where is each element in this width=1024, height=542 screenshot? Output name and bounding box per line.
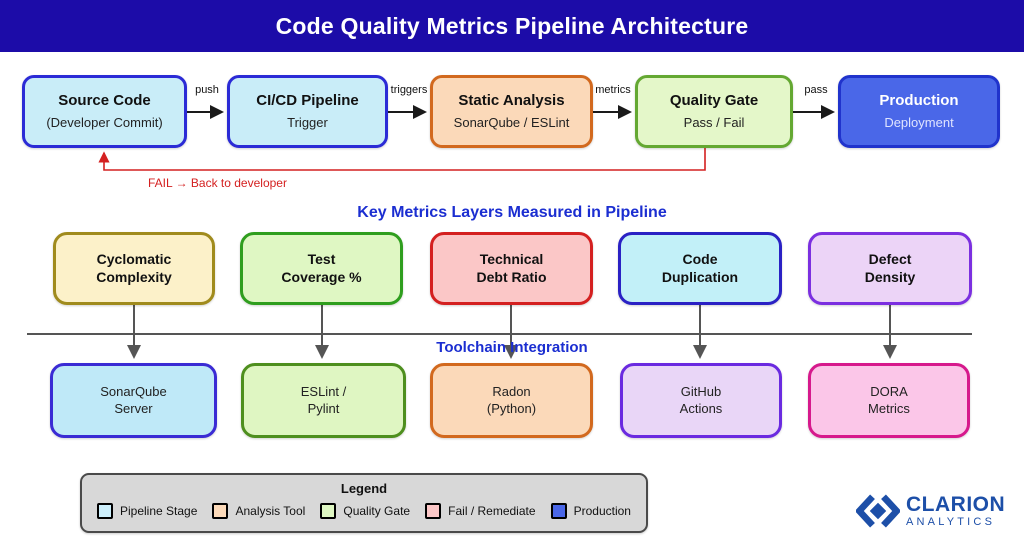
node-subtitle: Trigger: [287, 115, 328, 131]
fail-edge-label: FAIL → Back to developer: [148, 176, 287, 190]
tool-line1: DORA: [870, 384, 908, 400]
legend-swatch-pipeline-stage: [97, 503, 113, 519]
tool-line2: Pylint: [307, 400, 340, 416]
legend-item-production: Production: [550, 503, 631, 519]
legend-items-row: Pipeline Stage Analysis Tool Quality Gat…: [82, 503, 646, 519]
legend-item-analysis-tool: Analysis Tool: [212, 503, 305, 519]
edge-label-pass: pass: [804, 84, 828, 96]
metric-line1: Cyclomatic: [96, 251, 172, 267]
tool-dora-metrics: DORA Metrics: [808, 363, 970, 438]
legend-item-quality-gate: Quality Gate: [320, 503, 410, 519]
legend-label: Quality Gate: [343, 504, 411, 518]
metric-line1: Technical: [479, 251, 544, 267]
tool-line1: Radon: [492, 384, 531, 400]
metric-line1: Defect: [868, 251, 912, 267]
legend-label: Analysis Tool: [235, 504, 306, 518]
legend-swatch-quality-gate: [320, 503, 337, 519]
node-cicd-pipeline: CI/CD Pipeline Trigger: [227, 75, 388, 148]
tool-sonarqube-server: SonarQube Server: [50, 363, 217, 438]
node-quality-gate: Quality Gate Pass / Fail: [635, 75, 793, 148]
legend-swatch-fail-remediate: [425, 503, 442, 519]
tool-radon-python: Radon (Python): [430, 363, 593, 438]
tool-line2: (Python): [486, 400, 537, 416]
metric-line2: Coverage %: [281, 268, 362, 285]
tool-eslint-pylint: ESLint / Pylint: [241, 363, 406, 438]
clarion-analytics-logo: CLARION ANALYTICS: [856, 489, 1005, 533]
metrics-section-title: Key Metrics Layers Measured in Pipeline: [357, 204, 667, 221]
edge-label-metrics: metrics: [595, 84, 631, 96]
node-subtitle: SonarQube / ESLint: [453, 115, 570, 131]
logo-name: CLARION: [906, 493, 1006, 516]
tool-line1: ESLint /: [300, 384, 347, 400]
legend-label: Production: [573, 504, 631, 518]
metric-line1: Test: [307, 251, 336, 267]
metric-line2: Density: [864, 268, 916, 285]
legend-swatch-production: [550, 503, 567, 519]
node-subtitle: Deployment: [884, 115, 954, 131]
node-title: Production: [879, 92, 959, 110]
tool-line2: Server: [114, 400, 153, 416]
metric-technical-debt-ratio: Technical Debt Ratio: [430, 232, 593, 305]
legend-item-pipeline-stage: Pipeline Stage: [97, 503, 197, 519]
legend-swatch-analysis-tool: [212, 503, 229, 519]
metric-cyclomatic-complexity: Cyclomatic Complexity: [53, 232, 215, 305]
page-title: Code Quality Metrics Pipeline Architectu…: [275, 12, 749, 39]
metric-code-duplication: Code Duplication: [618, 232, 782, 305]
logo-text: CLARION ANALYTICS: [906, 494, 1005, 528]
diamond-chevrons-icon: [856, 494, 900, 528]
node-subtitle: Pass / Fail: [683, 115, 745, 131]
metric-defect-density: Defect Density: [808, 232, 972, 305]
node-source-code: Source Code (Developer Commit): [22, 75, 187, 148]
node-title: Quality Gate: [669, 92, 759, 110]
legend-label: Pipeline Stage: [120, 504, 198, 518]
fail-feedback-arrow: [98, 148, 706, 171]
node-title: CI/CD Pipeline: [256, 92, 359, 110]
node-static-analysis: Static Analysis SonarQube / ESLint: [430, 75, 593, 148]
edge-label-push: push: [195, 84, 219, 96]
toolchain-section-title: Toolchain Integration: [436, 339, 588, 356]
metric-line2: Duplication: [661, 268, 739, 285]
metric-line2: Complexity: [96, 268, 172, 285]
metric-test-coverage: Test Coverage %: [240, 232, 403, 305]
title-bar: Code Quality Metrics Pipeline Architectu…: [0, 0, 1024, 52]
legend-item-fail-remediate: Fail / Remediate: [425, 503, 536, 519]
legend-title: Legend: [340, 481, 388, 496]
metric-line2: Debt Ratio: [476, 268, 547, 285]
legend-label: Fail / Remediate: [448, 504, 536, 518]
legend-panel: Legend Pipeline Stage Analysis Tool Qual…: [80, 473, 648, 533]
tool-line2: Metrics: [868, 400, 910, 416]
tool-line1: GitHub: [680, 384, 722, 400]
node-production: Production Deployment: [838, 75, 1000, 148]
tool-line1: SonarQube: [100, 384, 167, 400]
tool-line2: Actions: [679, 400, 723, 416]
node-title: Source Code: [58, 92, 151, 110]
edge-label-triggers: triggers: [390, 84, 428, 96]
metric-line1: Code: [682, 251, 718, 267]
logo-subname: ANALYTICS: [906, 516, 996, 528]
node-title: Static Analysis: [458, 92, 565, 110]
tool-github-actions: GitHub Actions: [620, 363, 782, 438]
node-subtitle: (Developer Commit): [46, 115, 163, 131]
